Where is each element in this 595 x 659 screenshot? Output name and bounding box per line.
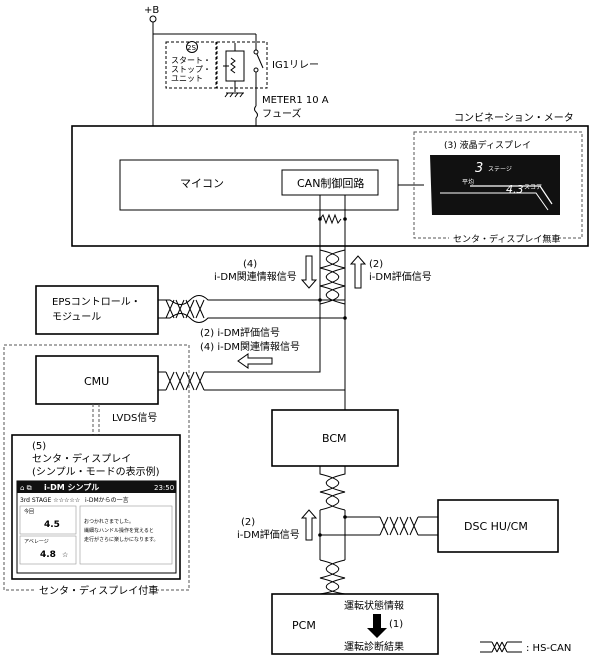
center-display-title: センタ・ディスプレイ: [32, 452, 131, 465]
screen-app-title: i-DM シンプル: [44, 482, 99, 492]
hs-can-twist-pcm: [319, 559, 346, 595]
signal-idm-eval-mid: (2) i-DM評価信号: [200, 326, 280, 339]
screen-avg-value: 4.8: [40, 550, 56, 560]
lcd-score-unit: スコア: [524, 184, 542, 191]
arrow-up-icon: [349, 255, 367, 289]
lcd-title: (3) 液晶ディスプレイ: [444, 139, 531, 151]
start-stop-label-text: スタート・ストップ・ユニット: [171, 56, 211, 83]
screen-message-2: 繊細なハンドル操作を覚えると: [84, 527, 154, 534]
fuse-label-1: METER1 10 A: [262, 95, 329, 106]
signal-idm-eval-top-2: i-DM評価信号: [369, 270, 432, 283]
pcm-label: PCM: [292, 619, 316, 632]
screen-message-1: おつかれさまでした。: [84, 518, 134, 525]
pcm-step: (1): [389, 619, 403, 630]
bcm-label: BCM: [322, 432, 347, 445]
power-terminal: [149, 15, 157, 23]
signal-idm-eval-low-2: i-DM評価信号: [237, 528, 300, 541]
signal-idm-eval-low-1: (2): [241, 517, 255, 528]
termination-resistor-icon: [319, 213, 342, 225]
dsc-label: DSC HU/CM: [464, 520, 528, 533]
lcd-frame-label: センタ・ディスプレイ無車: [453, 233, 560, 245]
arrow-up-lower-icon: [300, 509, 318, 541]
bcm-module: [271, 409, 399, 467]
eps-module: [35, 285, 159, 335]
pcm-state-info: 運転状態情報: [344, 599, 404, 612]
home-icon: ⌂ ⧉: [20, 484, 32, 492]
hs-can-twist-lower: [319, 466, 346, 511]
star-icon: ☆: [62, 551, 68, 559]
hs-can-twist-upper: [319, 249, 346, 305]
legend-hs-can: [480, 641, 522, 653]
dsc-module: [437, 499, 559, 553]
fuse-label-2: フューズ: [262, 107, 302, 120]
legend-label: : HS-CAN: [526, 643, 571, 654]
screen-today-value: 4.5: [44, 520, 60, 530]
screen-time: 23:50: [154, 484, 174, 492]
start-stop-badge: 2S: [187, 44, 196, 52]
screen-message-3: 走行がさらに楽しかになります。: [84, 536, 159, 543]
signal-idm-related-top-2: i-DM関連情報信号: [214, 270, 297, 283]
hs-can-cmu: [165, 371, 205, 391]
lcd-avg-label: 平均: [462, 178, 474, 186]
pcm-result: 運転診断結果: [344, 640, 404, 653]
combination-meter-title: コンビネーション・メータ: [454, 112, 574, 124]
cmu-module: [35, 355, 159, 405]
lcd-stage-value: 3: [475, 161, 483, 176]
relay-label: IG1リレー: [272, 60, 319, 71]
center-display-frame-label: センタ・ディスプレイ付車: [39, 584, 158, 597]
signal-idm-eval-top-1: (2): [369, 259, 383, 270]
lcd-stage-unit: ステージ: [488, 166, 512, 173]
screen-panel-header: i-DMからの一言: [85, 496, 129, 504]
power-label: +B: [144, 5, 159, 16]
signal-idm-related-top-1: (4): [243, 259, 257, 270]
can-control-label: CAN制御回路: [297, 176, 364, 190]
arrow-left-icon: [237, 353, 273, 369]
micon-label: マイコン: [180, 177, 224, 190]
hs-can-dsc: [320, 516, 438, 536]
ground-icon: [224, 92, 244, 98]
screen-today-label: 今回: [24, 508, 34, 515]
can-control-box: [281, 169, 379, 196]
hs-can-eps: [158, 295, 320, 323]
center-display-subtitle: (シンプル・モードの表示例): [32, 465, 160, 478]
cmu-label: CMU: [84, 375, 109, 388]
screen-avg-label: アベレージ: [24, 539, 49, 545]
screen-stage: 3rd STAGE ☆☆☆☆☆: [20, 497, 80, 504]
lvds-label: LVDS信号: [112, 412, 157, 424]
svg-text:(5): (5): [32, 441, 46, 452]
signal-idm-related-mid: (4) i-DM関連情報信号: [200, 340, 300, 353]
pcm-module: [271, 593, 439, 655]
arrow-down-solid-icon: [367, 614, 387, 638]
eps-label-1: EPSコントロール・: [52, 297, 141, 308]
lcd-score-value: 4.3: [506, 183, 524, 196]
ig1-relay: [216, 41, 268, 89]
center-display-screen: [16, 480, 177, 574]
lcd-screen: [430, 155, 560, 215]
start-stop-unit: 2S: [165, 41, 217, 89]
fuse-icon: [254, 105, 258, 119]
eps-label-2: モジュール: [52, 312, 101, 323]
arrow-down-icon: [300, 255, 318, 289]
